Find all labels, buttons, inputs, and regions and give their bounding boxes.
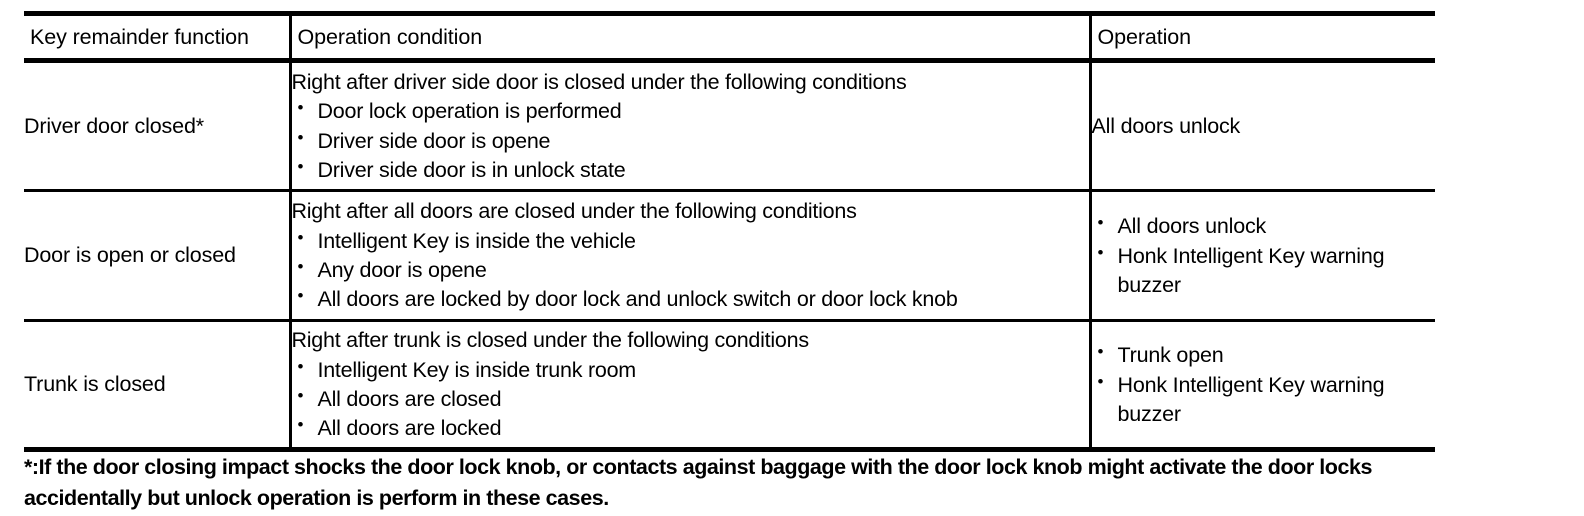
- footnote: *:If the door closing impact shocks the …: [24, 452, 1484, 513]
- cell-function: Driver door closed*: [24, 113, 204, 138]
- bullet-icon: •: [297, 156, 304, 176]
- condition-bullet-list: • Intelligent Key is inside trunk room • A…: [292, 356, 1089, 443]
- bullet-icon: •: [1097, 212, 1104, 232]
- bullet-icon: •: [297, 257, 304, 276]
- list-item-label: All doors are locked: [317, 416, 502, 441]
- list-item-label: Door lock operation is performed: [317, 99, 622, 124]
- list-item: • Honk Intelligent Key warning buzzer: [1092, 371, 1436, 428]
- list-item: • Intelligent Key is inside the vehicle: [292, 227, 1089, 255]
- table-body: Driver door closed* Right after driver s…: [24, 60, 1436, 452]
- column-header-operation-condition-label: Operation condition: [297, 24, 483, 49]
- bullet-icon: •: [1097, 372, 1104, 392]
- list-item-label: All doors unlock: [1117, 213, 1267, 238]
- list-item-label: All doors are locked by door lock and un…: [317, 287, 958, 312]
- column-header-operation-label: Operation: [1097, 24, 1192, 49]
- column-header-operation: Operation: [1088, 11, 1435, 63]
- list-item: • Honk Intelligent Key warning buzzer: [1092, 242, 1436, 299]
- cell-function: Trunk is closed: [24, 319, 290, 452]
- cell-operation-condition: Right after driver side door is closed u…: [288, 60, 1090, 191]
- condition-bullet-list: • Intelligent Key is inside the vehicle •…: [292, 227, 1089, 314]
- cell-operation: All doors unlock: [1088, 60, 1435, 191]
- key-remainder-function-table: Key remainder function Operation conditi…: [24, 11, 1435, 452]
- bullet-icon: •: [297, 98, 304, 118]
- list-item-label: Intelligent Key is inside the vehicle: [317, 228, 636, 253]
- bullet-icon: •: [1097, 341, 1104, 361]
- list-item: • All doors are closed: [292, 385, 1089, 413]
- bullet-icon: •: [297, 386, 304, 405]
- list-item: • All doors are locked: [292, 414, 1089, 442]
- list-item-label: Honk Intelligent Key warning buzzer: [1117, 244, 1385, 297]
- list-item: • Driver side door is in unlock state: [292, 156, 1089, 184]
- bullet-icon: •: [297, 127, 304, 147]
- footnote-line-2: accidentally but unlock operation is per…: [24, 485, 609, 510]
- footnote-line-1: *:If the door closing impact shocks the …: [24, 455, 1372, 479]
- bullet-icon: •: [1097, 243, 1104, 263]
- operation-bullet-list: • Trunk open • Honk Intelligent Key warnin…: [1092, 341, 1436, 428]
- list-item: • Any door is opene: [292, 256, 1089, 284]
- spec-table-container: Key remainder function Operation conditi…: [24, 11, 1435, 452]
- cell-operation: • All doors unlock • Honk Intelligent Key …: [1088, 189, 1436, 321]
- condition-lead-text: Right after driver side door is closed u…: [291, 69, 907, 94]
- bullet-icon: •: [297, 227, 304, 247]
- cell-operation: • Trunk open • Honk Intelligent Key warnin…: [1088, 319, 1436, 452]
- list-item: • Door lock operation is performed: [292, 97, 1089, 125]
- condition-lead-text: Right after trunk is closed under the fo…: [291, 328, 810, 353]
- list-item-label: All doors are closed: [317, 387, 502, 411]
- list-item: • All doors are locked by door lock and u…: [292, 285, 1089, 313]
- condition-bullet-list: • Door lock operation is performed • Drive…: [292, 97, 1089, 184]
- column-header-key-remainder-function: Key remainder function: [24, 11, 290, 63]
- table-row: Driver door closed* Right after driver s…: [24, 60, 1435, 191]
- column-header-operation-condition: Operation condition: [288, 11, 1090, 63]
- bullet-icon: •: [297, 286, 304, 306]
- operation-bullet-list: • All doors unlock • Honk Intelligent Key …: [1092, 212, 1436, 299]
- table-header: Key remainder function Operation conditi…: [24, 11, 1435, 63]
- condition-lead-text: Right after all doors are closed under t…: [291, 199, 857, 224]
- table-row: Door is open or closed Right after all d…: [24, 189, 1436, 321]
- list-item: • Driver side door is opene: [292, 127, 1089, 155]
- list-item: • Trunk open: [1092, 341, 1436, 369]
- list-item-label: Driver side door is opene: [317, 128, 551, 153]
- list-item-label: Intelligent Key is inside trunk room: [317, 357, 637, 382]
- list-item-label: Trunk open: [1117, 342, 1224, 367]
- list-item-label: Any door is opene: [317, 258, 487, 282]
- list-item-label: Honk Intelligent Key warning buzzer: [1117, 373, 1385, 426]
- list-item-label: Driver side door is in unlock state: [317, 157, 626, 182]
- list-item: • All doors unlock: [1092, 212, 1436, 240]
- cell-operation-condition: Right after all doors are closed under t…: [288, 189, 1090, 321]
- operation-text: All doors unlock: [1091, 113, 1241, 138]
- table-header-row: Key remainder function Operation conditi…: [24, 11, 1435, 63]
- table-row: Trunk is closed Right after trunk is clo…: [24, 319, 1436, 452]
- column-header-key-remainder-function-label: Key remainder function: [30, 24, 249, 49]
- list-item: • Intelligent Key is inside trunk room: [292, 356, 1089, 384]
- bullet-icon: •: [297, 415, 304, 435]
- cell-function: Door is open or closed: [24, 189, 290, 321]
- bullet-icon: •: [297, 356, 304, 376]
- cell-operation-condition: Right after trunk is closed under the fo…: [288, 319, 1090, 452]
